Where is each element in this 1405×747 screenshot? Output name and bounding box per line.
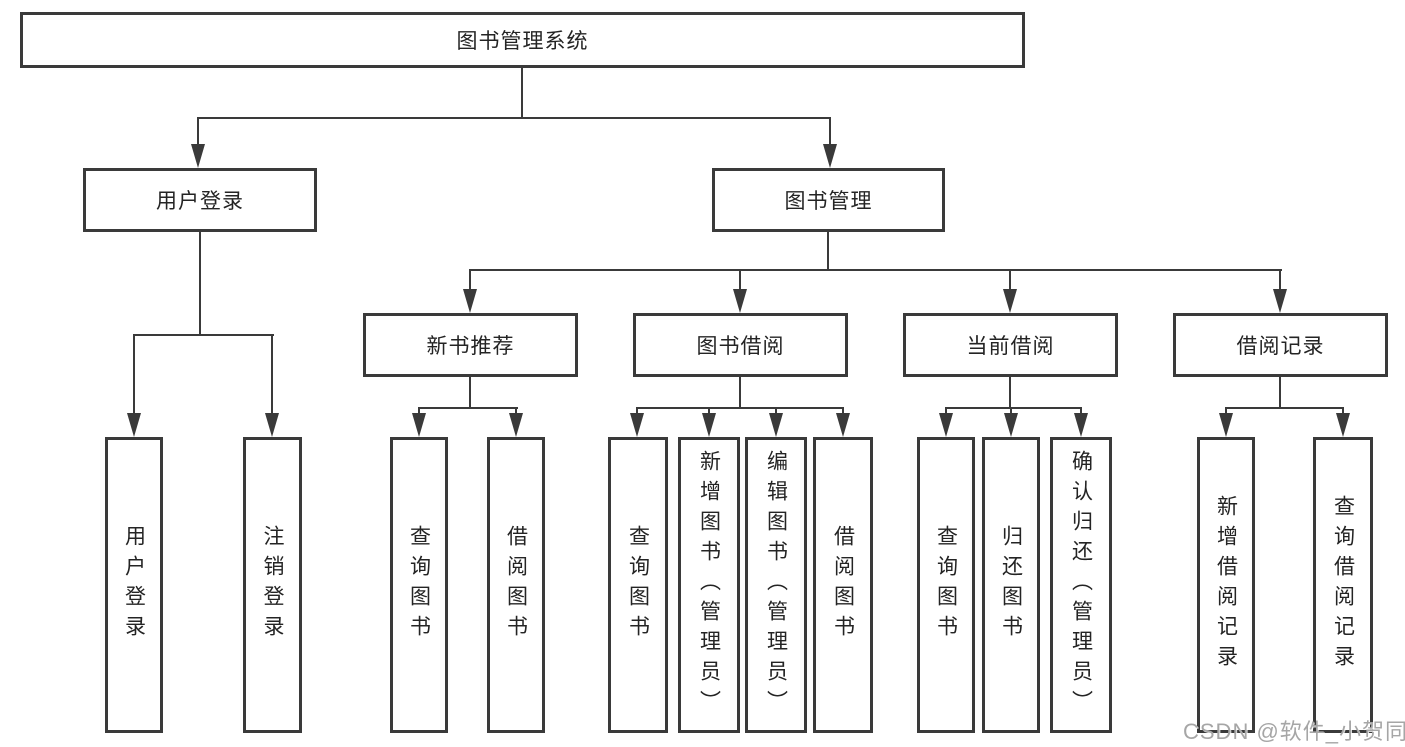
node-label: 用户登录: [122, 525, 146, 645]
node-label: 借阅记录: [1236, 335, 1325, 358]
arrowhead-down: [1219, 413, 1233, 437]
csdn-watermark: CSDN @软件_小贺同学: [1183, 719, 1405, 744]
connector-drop-leaf: [775, 408, 777, 417]
leaf-add-book-admin: 新增图书（管理员）: [678, 437, 740, 733]
connector-drop-leaf: [1342, 408, 1344, 417]
arrowhead-down: [1074, 413, 1088, 437]
connector-drop-leaf: [418, 408, 420, 417]
arrowhead-down: [769, 413, 783, 437]
connector-drop-leaf: [842, 408, 844, 417]
arrowhead-down: [1003, 289, 1017, 313]
arrowhead-down: [412, 413, 426, 437]
leaf-query-books-current: 查询图书: [917, 437, 975, 733]
node-user-login: 用户登录: [83, 168, 317, 232]
connector-root-stub: [521, 68, 523, 118]
connector-drop-leaf: [515, 408, 517, 417]
connector-group-hline: [636, 407, 844, 409]
leaf-edit-book-admin: 编辑图书（管理员）: [745, 437, 807, 733]
leaf-add-borrow-record: 新增借阅记录: [1197, 437, 1255, 733]
node-current-borrowing: 当前借阅: [903, 313, 1118, 377]
node-label: 编辑图书（管理员）: [764, 450, 788, 720]
connector-drop-user-login: [197, 118, 199, 146]
connector-drop-leaf: [271, 335, 273, 416]
node-label: 新增图书（管理员）: [697, 450, 721, 720]
node-label: 图书管理系统: [456, 30, 589, 53]
connector-user-login-hline: [133, 334, 274, 336]
arrowhead-down: [733, 289, 747, 313]
connector-level1-hline: [197, 117, 831, 119]
node-new-book-recommendation: 新书推荐: [363, 313, 578, 377]
node-label: 新增借阅记录: [1214, 495, 1238, 675]
node-label: 用户登录: [156, 190, 244, 213]
connector-group-hline: [1225, 407, 1344, 409]
connector-level3-hline: [469, 269, 1282, 271]
node-label: 确认归还（管理员）: [1069, 450, 1093, 720]
arrowhead-down: [509, 413, 523, 437]
leaf-user-login: 用户登录: [105, 437, 163, 733]
connector-drop-leaf: [1010, 408, 1012, 417]
connector-drop-leaf: [1225, 408, 1227, 417]
arrowhead-down: [191, 144, 205, 168]
connector-drop-level3: [1279, 270, 1281, 291]
node-book-management: 图书管理: [712, 168, 945, 232]
node-label: 当前借阅: [966, 335, 1055, 358]
leaf-borrow-books-recommend: 借阅图书: [487, 437, 545, 733]
connector-drop-leaf: [1080, 408, 1082, 417]
connector-drop-leaf: [945, 408, 947, 417]
arrowhead-down: [1273, 289, 1287, 313]
connector-drop-leaf: [636, 408, 638, 417]
arrowhead-down: [127, 413, 141, 437]
arrowhead-down: [1336, 413, 1350, 437]
node-label: 注销登录: [261, 525, 284, 645]
node-library-management-system: 图书管理系统: [20, 12, 1025, 68]
node-book-borrowing: 图书借阅: [633, 313, 848, 377]
leaf-confirm-return-admin: 确认归还（管理员）: [1050, 437, 1112, 733]
connector-group-hline: [418, 407, 518, 409]
connector-group-stub: [469, 377, 471, 408]
node-label: 查询图书: [407, 525, 431, 645]
connector-book-management-stub: [827, 232, 829, 270]
connector-group-hline: [945, 407, 1082, 409]
arrowhead-down: [836, 413, 850, 437]
node-label: 查询借阅记录: [1331, 495, 1355, 675]
connector-drop-level3: [1009, 270, 1011, 291]
connector-user-login-stub: [199, 232, 201, 335]
connector-group-stub: [739, 377, 741, 408]
node-label: 查询图书: [934, 525, 958, 645]
node-label: 图书管理: [784, 190, 873, 213]
leaf-return-books: 归还图书: [982, 437, 1040, 733]
connector-drop-level3: [469, 270, 471, 291]
leaf-borrow-books-borrowing: 借阅图书: [813, 437, 873, 733]
arrowhead-down: [823, 144, 837, 168]
leaf-query-books-recommend: 查询图书: [390, 437, 448, 733]
node-label: 查询图书: [626, 525, 650, 645]
arrowhead-down: [1004, 413, 1018, 437]
leaf-logout: 注销登录: [243, 437, 302, 733]
arrowhead-down: [463, 289, 477, 313]
node-label: 图书借阅: [696, 335, 785, 358]
node-label: 借阅图书: [504, 525, 528, 645]
connector-drop-level3: [739, 270, 741, 291]
arrowhead-down: [939, 413, 953, 437]
node-label: 归还图书: [999, 525, 1023, 645]
node-label: 新书推荐: [426, 335, 515, 358]
arrowhead-down: [702, 413, 716, 437]
connector-drop-book-management: [829, 118, 831, 146]
node-borrowing-records: 借阅记录: [1173, 313, 1388, 377]
connector-group-stub: [1279, 377, 1281, 408]
node-label: 借阅图书: [831, 525, 855, 645]
arrowhead-down: [630, 413, 644, 437]
arrowhead-down: [265, 413, 279, 437]
connector-drop-leaf: [133, 335, 135, 416]
leaf-query-books-borrowing: 查询图书: [608, 437, 668, 733]
leaf-query-borrow-record: 查询借阅记录: [1313, 437, 1373, 733]
connector-drop-leaf: [708, 408, 710, 417]
connector-group-stub: [1009, 377, 1011, 408]
